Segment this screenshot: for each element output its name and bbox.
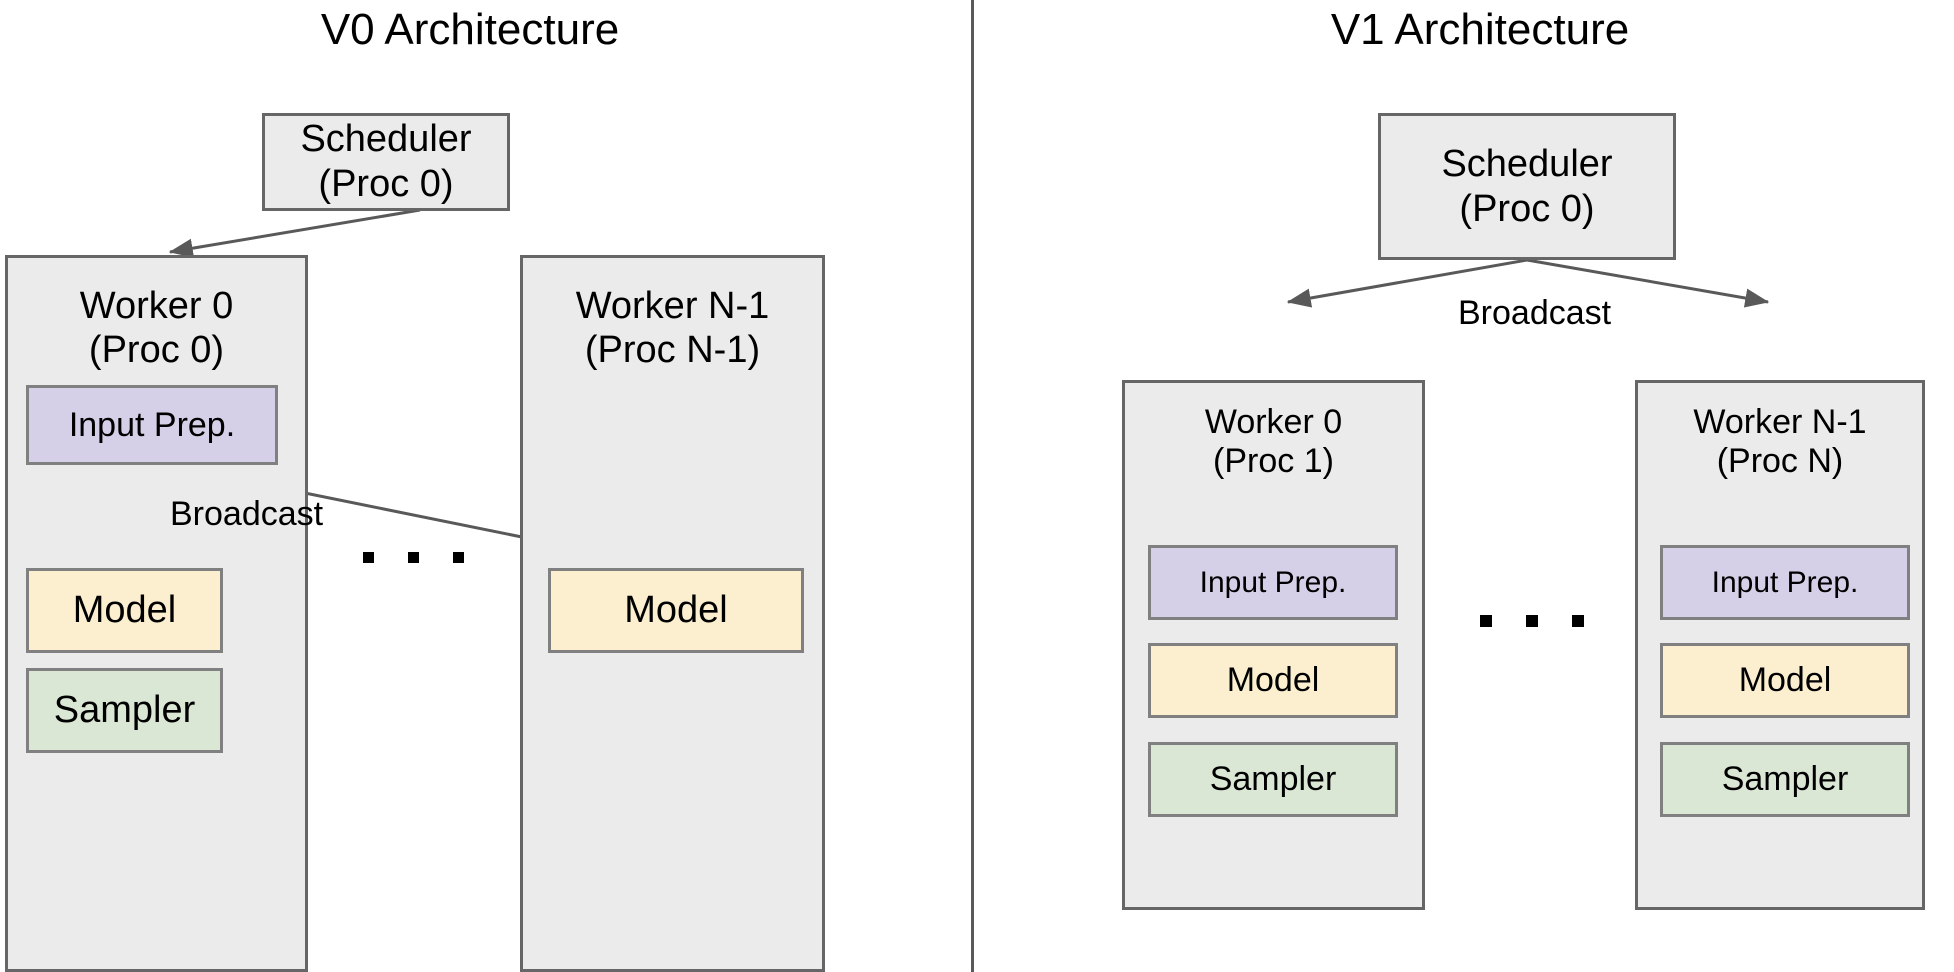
v0-worker-0-title: Worker 0 (Proc 0) bbox=[80, 258, 233, 372]
v1-worker-n-1-input-prep-box: Input Prep. bbox=[1660, 545, 1910, 620]
v1-worker-0-model-box: Model bbox=[1148, 643, 1398, 718]
v1-worker-n-1-sampler-box: Sampler bbox=[1660, 742, 1910, 817]
v0-worker-0-input-prep-label: Input Prep. bbox=[68, 405, 236, 444]
v1-panel-title: V1 Architecture bbox=[1330, 5, 1630, 54]
v0-scheduler-label-line1: Scheduler bbox=[300, 118, 472, 161]
v0-worker-n-1-label-line1: Worker N-1 bbox=[575, 285, 770, 327]
v1-worker-n-1-sampler-label: Sampler bbox=[1721, 760, 1849, 799]
v0-ellipsis-dot-1 bbox=[363, 552, 374, 563]
v0-scheduler-label-line2: (Proc 0) bbox=[318, 163, 454, 205]
v1-worker-n-1-model-box: Model bbox=[1660, 643, 1910, 718]
v1-worker-0-input-prep-label: Input Prep. bbox=[1199, 565, 1347, 599]
panel-divider bbox=[971, 0, 974, 972]
v1-worker-0-title: Worker 0 (Proc 1) bbox=[1205, 383, 1342, 482]
v1-ellipsis-dot-3 bbox=[1572, 615, 1584, 627]
v1-ellipsis-dot-1 bbox=[1480, 615, 1492, 627]
v1-ellipsis bbox=[1480, 615, 1584, 627]
v0-worker-0-sampler-box: Sampler bbox=[26, 668, 223, 753]
v1-worker-0-model-label: Model bbox=[1226, 661, 1320, 700]
v1-worker-n-1-input-prep-label: Input Prep. bbox=[1711, 565, 1859, 599]
v0-worker-0-label-line2: (Proc 0) bbox=[88, 329, 225, 372]
v1-worker-n-1-title: Worker N-1 (Proc N) bbox=[1693, 383, 1866, 482]
v0-worker-n-1-title: Worker N-1 (Proc N-1) bbox=[576, 258, 770, 372]
v1-worker-n-1-model-label: Model bbox=[1738, 661, 1832, 700]
v0-worker-0-model-box: Model bbox=[26, 568, 223, 653]
v0-worker-n-1-model-box: Model bbox=[548, 568, 804, 653]
v1-worker-0-sampler-label: Sampler bbox=[1209, 760, 1337, 799]
v1-broadcast-label: Broadcast bbox=[1458, 294, 1612, 332]
v1-worker-0-sampler-box: Sampler bbox=[1148, 742, 1398, 817]
arrow-v0-scheduler-to-worker0 bbox=[168, 208, 421, 258]
v0-worker-0-model-label: Model bbox=[72, 589, 177, 632]
v0-broadcast-label: Broadcast bbox=[170, 495, 324, 533]
v0-ellipsis-dot-3 bbox=[453, 552, 464, 563]
v1-worker-0-label-line2: (Proc 1) bbox=[1213, 442, 1334, 481]
v1-ellipsis-dot-2 bbox=[1526, 615, 1538, 627]
v0-ellipsis bbox=[363, 552, 464, 563]
v1-scheduler-label-line2: (Proc 0) bbox=[1459, 187, 1595, 230]
v1-scheduler-box: Scheduler (Proc 0) bbox=[1378, 113, 1676, 260]
v0-worker-n-1-label-line2: (Proc N-1) bbox=[584, 329, 761, 372]
v1-worker-n-1-label-line2: (Proc N) bbox=[1716, 442, 1844, 481]
v1-worker-0-label-line1: Worker 0 bbox=[1204, 403, 1343, 441]
v0-panel-title: V0 Architecture bbox=[320, 5, 620, 54]
v0-worker-n-1-model-label: Model bbox=[624, 589, 728, 632]
v1-worker-n-1-label-line1: Worker N-1 bbox=[1693, 403, 1867, 441]
v1-worker-0-input-prep-box: Input Prep. bbox=[1148, 545, 1398, 620]
v0-worker-0-label-line1: Worker 0 bbox=[79, 285, 234, 327]
v0-ellipsis-dot-2 bbox=[408, 552, 419, 563]
v0-scheduler-box: Scheduler (Proc 0) bbox=[262, 113, 510, 211]
v0-worker-0-input-prep-box: Input Prep. bbox=[26, 385, 278, 465]
v0-worker-0-sampler-label: Sampler bbox=[53, 689, 196, 732]
v1-scheduler-label-line1: Scheduler bbox=[1441, 142, 1613, 185]
